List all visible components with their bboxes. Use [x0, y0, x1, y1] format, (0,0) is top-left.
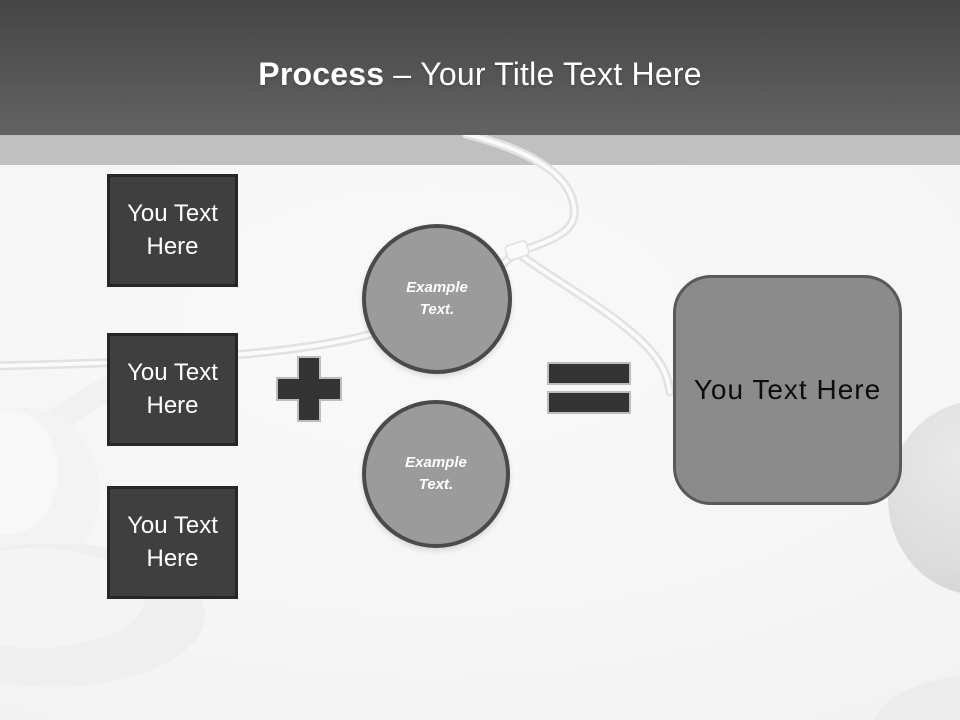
input-box-2[interactable]: You Text Here [107, 333, 238, 446]
result-box[interactable]: You Text Here [673, 275, 902, 505]
operand-circle-2[interactable]: Example Text. [362, 400, 510, 548]
operand-circle-1-label: Example Text. [406, 278, 468, 319]
input-box-3-label: You Text Here [127, 511, 218, 572]
result-box-label: You Text Here [693, 374, 882, 405]
title-separator: – [393, 56, 412, 92]
header-divider-band [0, 135, 960, 165]
input-box-1-label: You Text Here [127, 199, 218, 260]
operand-circle-2-label: Example Text. [405, 453, 467, 494]
input-box-2-label: You Text Here [127, 358, 218, 419]
operand-circle-1[interactable]: Example Text. [362, 224, 512, 374]
title-rest: Your Title Text Here [420, 56, 702, 92]
plus-icon [276, 356, 342, 422]
page-title: Process – Your Title Text Here [258, 56, 701, 93]
input-box-3[interactable]: You Text Here [107, 486, 238, 599]
title-keyword: Process [258, 56, 385, 92]
equals-icon [547, 362, 631, 414]
title-bar: Process – Your Title Text Here [0, 0, 960, 135]
input-box-1[interactable]: You Text Here [107, 174, 238, 287]
